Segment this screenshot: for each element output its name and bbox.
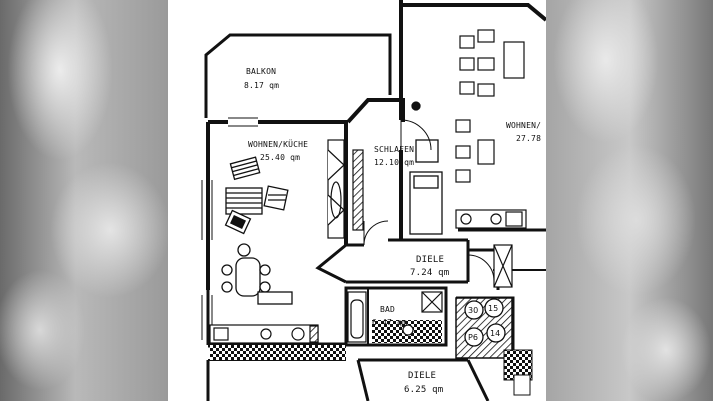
- diele-bottom-area: 6.25 qm: [404, 385, 443, 395]
- marker-15: 15: [488, 304, 498, 313]
- blurred-background-right: [546, 0, 713, 401]
- balkon-name: BALKON: [246, 67, 276, 76]
- marker-14: 14: [490, 329, 500, 338]
- diele-mid-name: DIELE: [416, 255, 444, 265]
- room-labels: BALKON 8.17 qm WOHNEN/KÜCHE 25.40 qm SCH…: [244, 67, 541, 395]
- blurred-background-left: [0, 0, 168, 401]
- window-lines: [201, 117, 258, 340]
- wardrobe: [327, 139, 364, 239]
- wohnen-right-name: WOHNEN/: [506, 121, 541, 130]
- diele-mid-area: 7.24 qm: [410, 268, 449, 278]
- wohnen-right-area: 27.78: [516, 134, 541, 143]
- marker-p6: P6: [468, 333, 478, 342]
- marker-30: 30: [468, 306, 478, 315]
- right-dining-set: [455, 29, 525, 183]
- bathroom-fixtures: [347, 291, 443, 343]
- floor-plan: BALKON 8.17 qm WOHNEN/KÜCHE 25.40 qm SCH…: [168, 0, 546, 401]
- door-swings: [363, 119, 495, 282]
- schlafen-area: 12.10 qm: [374, 158, 414, 167]
- kitchen-counter: [209, 324, 319, 344]
- bed: [409, 101, 443, 235]
- dining-table: [221, 243, 293, 305]
- bad-area: 6.47 qm: [372, 318, 407, 327]
- bad-name: BAD: [380, 305, 395, 314]
- diele-cabinet: [493, 244, 513, 288]
- floor-plan-drawing: BALKON 8.17 qm WOHNEN/KÜCHE 25.40 qm SCH…: [201, 0, 546, 401]
- pipe-markers: 30 15 P6 14: [464, 298, 506, 347]
- living-furniture: [224, 156, 289, 235]
- schlafen-name: SCHLAFEN: [374, 145, 414, 154]
- right-kitchen-row: [455, 209, 527, 229]
- wohnen-kueche-area: 25.40 qm: [260, 153, 300, 162]
- corridor-pattern: [210, 345, 346, 360]
- wohnen-kueche-name: WOHNEN/KÜCHE: [248, 139, 308, 149]
- balkon-area: 8.17 qm: [244, 81, 279, 90]
- diele-bottom-name: DIELE: [408, 371, 436, 381]
